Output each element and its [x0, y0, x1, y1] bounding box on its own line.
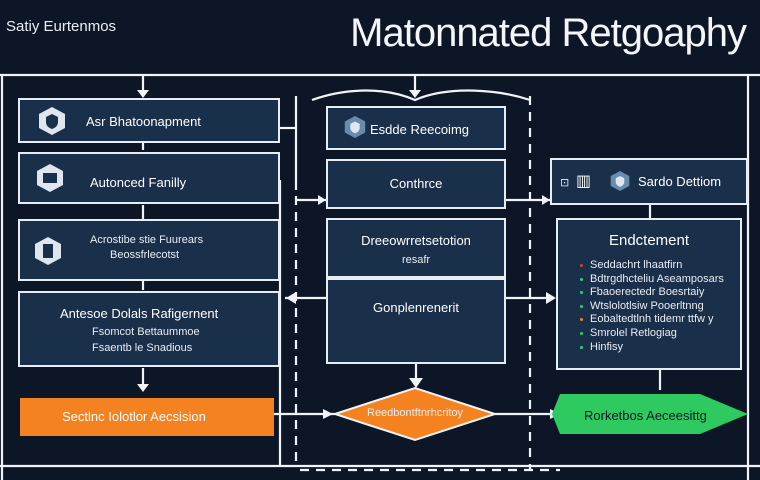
left-box-4-line2: Fsaentb le Snadious	[92, 342, 193, 354]
list-item: Hinfisy	[580, 341, 724, 355]
green-flag-shape	[552, 394, 748, 434]
arrowhead-center-down	[409, 378, 423, 388]
center-box-2-label: Conthrce	[389, 176, 443, 191]
folder-icon	[37, 164, 63, 192]
left-box-3-line1: Acrostibe stie Fuurears	[90, 234, 204, 246]
bullet-dot	[580, 277, 583, 281]
center-box-1-label: Esdde Reecoimg	[370, 122, 469, 137]
right-box-1[interactable]	[550, 158, 748, 205]
arrowhead-left-down	[137, 384, 149, 392]
center-brace	[311, 89, 531, 102]
arrowhead-top-center	[409, 90, 421, 98]
bullet-dot	[580, 331, 583, 335]
right-box-2[interactable]	[556, 218, 742, 370]
arrowhead-top-left	[137, 90, 149, 98]
arrowhead-to-center-box	[318, 195, 326, 205]
center-box-3[interactable]	[326, 218, 506, 278]
page-title: Matonnated Retgoaphy	[350, 11, 747, 55]
arrowhead-to-right-box	[542, 195, 550, 205]
left-orange-flag[interactable]	[20, 398, 274, 436]
bullet-dot	[580, 345, 583, 349]
center-box-2[interactable]	[326, 159, 506, 209]
left-box-4[interactable]	[18, 291, 280, 367]
list-item: Eobaltedtlnh tidemr ttfw y	[580, 313, 724, 327]
right-box-2-title: Endctement	[608, 232, 690, 249]
left-box-3[interactable]	[18, 219, 280, 281]
list-item: Seddachrt lhaatfirn	[580, 259, 724, 273]
center-box-3-line1: Dreeowrretsetotion	[361, 233, 471, 248]
left-orange-flag-label: Sectlnc Iolotlor Aecsision	[62, 409, 206, 424]
list-item: Smrolel Retlogiag	[580, 327, 724, 341]
list-item: Fbaoerectedr Boesrtaiy	[580, 286, 724, 300]
bullet-dot	[580, 318, 583, 322]
center-box-3-line2: resafr	[401, 254, 431, 266]
left-box-4-line1: Fsomcot Bettaummoe	[92, 326, 200, 338]
list-item: Wtslolotlsiw Pooerltnng	[580, 300, 724, 314]
left-box-3-line2: Beossfrlecotst	[110, 249, 180, 261]
bullet-dot	[580, 304, 583, 308]
green-flag-label[interactable]: Rorketbos Aeceesittg	[584, 408, 707, 423]
shield-icon	[344, 116, 366, 138]
left-box-4-title: Antesoe Dolals Rafigernent	[60, 306, 219, 321]
bullet-dot	[580, 291, 583, 295]
arrowhead-center-left	[286, 292, 296, 304]
feature-list: Seddachrt lhaatfirn Bdtrgdhcteliu Aseamp…	[580, 259, 724, 354]
arrowhead-center-right	[546, 292, 556, 304]
bullet-dot	[580, 264, 583, 267]
shield-icon	[610, 171, 630, 191]
diamond-label: Reedbontftnrhcritoy	[367, 407, 463, 419]
arrowhead-to-diamond	[323, 409, 333, 419]
tablet-icon: ▥	[576, 173, 592, 190]
center-box-4[interactable]	[326, 278, 506, 364]
shield-icon	[39, 107, 65, 135]
left-box-2-label: Autonced Fanilly	[90, 175, 187, 190]
left-box-1-label: Asr Bhatoonapment	[86, 114, 201, 129]
decision-diamond	[331, 386, 499, 442]
document-icon	[35, 237, 61, 265]
right-box-1-label: Sardo Dettiom	[638, 174, 722, 189]
center-box-4-label: Gonplenrenerit	[373, 300, 459, 315]
subtitle: Satiy Eurtenmos	[6, 18, 117, 35]
list-item: Bdtrgdhcteliu Aseamposars	[580, 273, 724, 287]
bag-icon: ⊡	[560, 177, 570, 189]
